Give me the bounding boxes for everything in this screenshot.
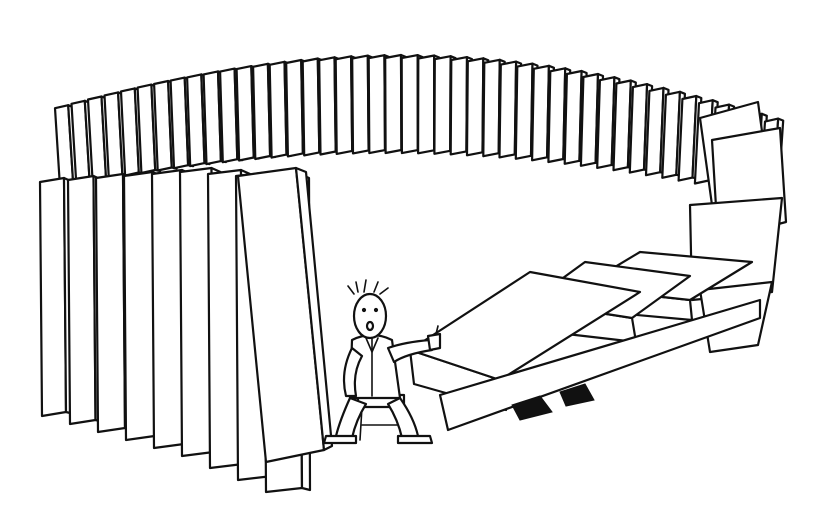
eye [373,307,379,313]
eye [361,307,367,313]
domino-face [400,53,419,155]
left-shoe [322,434,358,445]
domino-face [318,56,337,156]
slab-base [438,298,762,432]
domino-face [384,53,403,155]
slab-shadow [511,395,553,421]
domino-face [38,176,68,418]
domino-face [465,57,485,157]
domino-face [498,60,518,159]
domino-face [449,55,469,156]
torso [348,333,402,400]
domino-face [514,62,534,160]
slab-shadow [559,383,595,407]
domino-face [66,174,97,426]
domino-face [334,55,354,155]
right-shoe [396,434,434,445]
hair [347,279,389,295]
domino-face [433,55,452,155]
seated-man [322,279,442,445]
head [352,292,388,340]
mouth [365,320,375,332]
domino-face [417,54,436,155]
lead-domino-side [294,166,334,452]
right-leg [386,396,420,440]
domino-face [94,172,127,434]
domino-face [367,54,387,155]
fallen-dominoes [408,250,762,432]
domino-face [482,58,501,158]
hand [426,332,442,352]
domino-face [122,170,156,442]
thumb [435,325,439,335]
left-arm [342,346,364,398]
tie [365,337,379,353]
right-curve-dominoes [688,100,788,354]
domino-face [351,54,370,155]
front-left-dominoes [38,166,334,494]
domino-face [301,57,321,157]
